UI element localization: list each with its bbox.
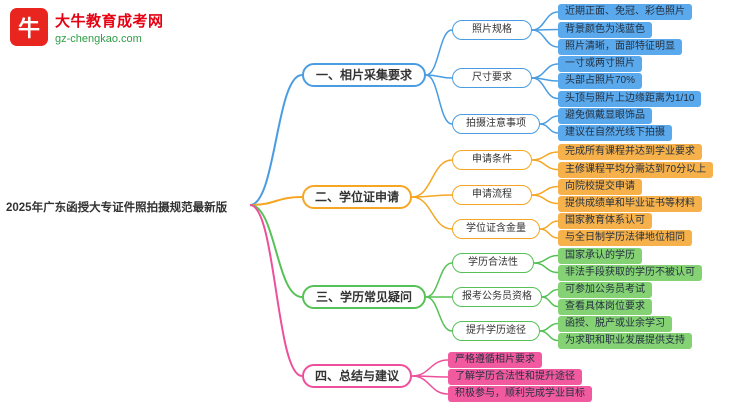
- leaf-item: 避免佩戴显眼饰品: [558, 108, 652, 124]
- leaf-item: 提供成绩单和毕业证书等材料: [558, 195, 702, 212]
- logo-brand: 大牛教育成考网: [55, 12, 164, 30]
- subnode-apply-process: 申请流程: [452, 185, 532, 205]
- branch-degree-application: 二、学位证申请: [302, 185, 412, 209]
- bull-icon: 牛: [10, 8, 48, 46]
- leaf-item: 照片清晰，面部特征明显: [558, 39, 682, 55]
- leaf-item: 完成所有课程并达到学业要求: [558, 144, 702, 160]
- leaf-item: 主修课程平均分需达到70分以上: [558, 161, 714, 178]
- subnode-diploma-legality: 学历合法性: [452, 253, 534, 273]
- leaf-item: 了解学历合法性和提升途径: [448, 369, 582, 385]
- subnode-photo-spec: 照片规格: [452, 20, 532, 40]
- logo-text: 大牛教育成考网 gz-chengkao.com: [55, 10, 164, 45]
- leaf-item: 积极参与，顺利完成学业目标: [448, 386, 592, 402]
- leaf-item: 近期正面、免冠、彩色照片: [558, 4, 692, 20]
- leaf-item: 建议在自然光线下拍摄: [558, 125, 672, 141]
- leaf-item: 头顶与照片上边缘距离为1/10: [558, 90, 702, 107]
- branch-diploma-faq: 三、学历常见疑问: [302, 285, 426, 309]
- leaf-item: 与全日制学历法律地位相同: [558, 230, 692, 246]
- leaf-item: 国家教育体系认可: [558, 213, 652, 229]
- leaf-item: 可参加公务员考试: [558, 281, 652, 298]
- subnode-upgrade-paths: 提升学历途径: [452, 321, 540, 341]
- leaf-item: 头部占照片70%: [558, 73, 643, 89]
- subnode-size-requirement: 尺寸要求: [452, 68, 532, 88]
- subnode-degree-value: 学位证含金量: [452, 219, 540, 239]
- leaf-item: 查看具体岗位要求: [558, 298, 652, 315]
- leaf-item: 一寸或两寸照片: [558, 56, 642, 72]
- branch-summary: 四、总结与建议: [302, 364, 412, 388]
- leaf-item: 非法手段获取的学历不被认可: [558, 264, 702, 281]
- leaf-item: 严格遵循相片要求: [448, 352, 542, 368]
- leaf-item: 背景颜色为浅蓝色: [558, 21, 652, 38]
- logo-domain: gz-chengkao.com: [55, 32, 142, 45]
- leaf-item: 国家承认的学历: [558, 247, 642, 264]
- subnode-apply-conditions: 申请条件: [452, 150, 532, 170]
- site-logo: 牛 大牛教育成考网 gz-chengkao.com: [10, 8, 164, 46]
- leaf-item: 为求职和职业发展提供支持: [558, 332, 692, 349]
- leaf-item: 函授、脱产或业余学习: [558, 315, 672, 332]
- bull-icon-glyph: 牛: [17, 16, 40, 41]
- root-topic: 2025年广东函授大专证件照拍摄规范最新版: [6, 202, 228, 214]
- leaf-item: 向院校提交申请: [558, 178, 642, 195]
- subnode-civil-service-eligibility: 报考公务员资格: [452, 287, 542, 307]
- branch-photo-collection: 一、相片采集要求: [302, 63, 426, 87]
- subnode-shooting-notes: 拍摄注意事项: [452, 114, 540, 134]
